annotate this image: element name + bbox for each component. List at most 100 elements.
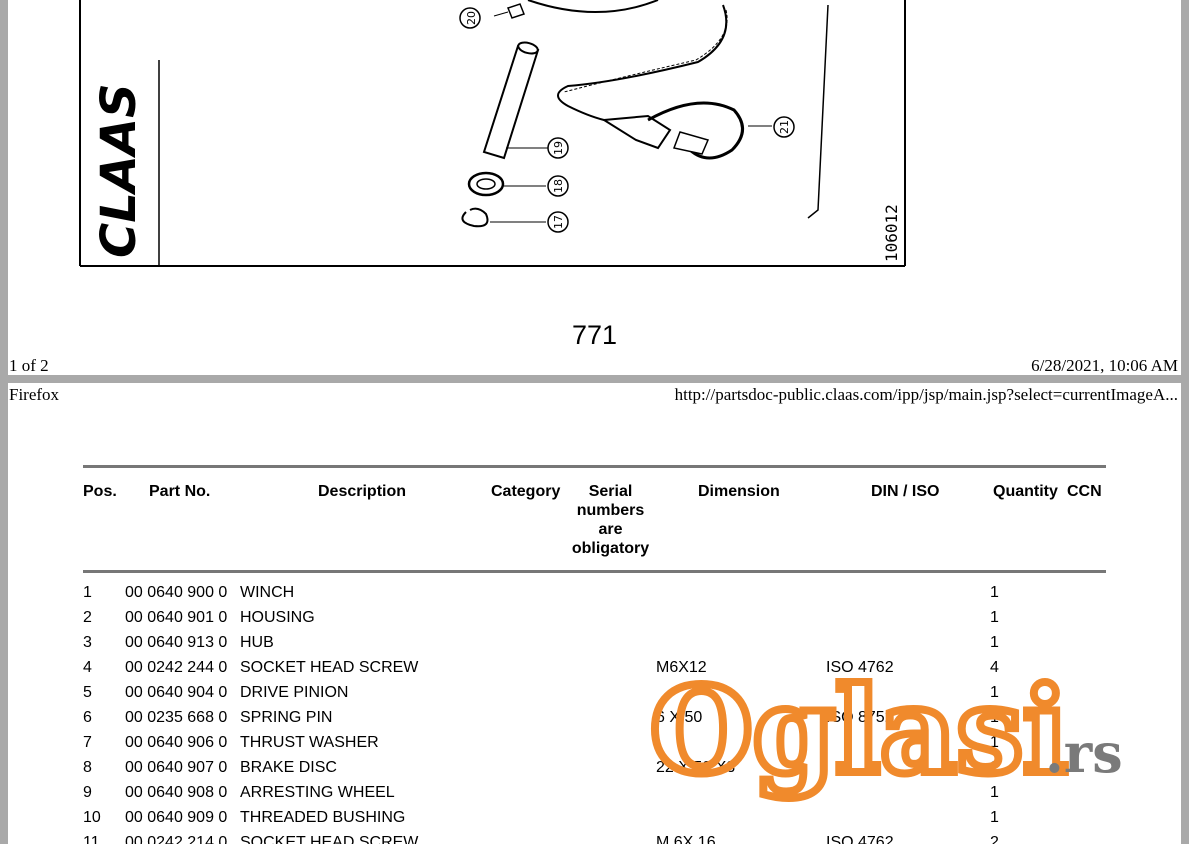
cell-description: HUB bbox=[240, 634, 274, 651]
cell-pos: 8 bbox=[83, 759, 92, 776]
table-top-rule bbox=[83, 465, 1106, 468]
header-quantity: Quantity bbox=[993, 483, 1058, 500]
viewer-left-border bbox=[0, 0, 8, 844]
drawing-number: 106012 bbox=[882, 204, 901, 262]
part-21-rope-hook bbox=[557, 4, 829, 219]
part-17-circlip bbox=[461, 207, 546, 228]
cell-description: SOCKET HEAD SCREW bbox=[240, 659, 419, 676]
cell-part-no: 00 0640 913 0 bbox=[125, 634, 228, 651]
cell-part-no: 00 0640 904 0 bbox=[125, 684, 228, 701]
parts-drawing: CLAAS 106012 bbox=[79, 0, 906, 267]
printed-page-2: Firefox http://partsdoc-public.claas.com… bbox=[8, 383, 1181, 844]
cell-quantity: 1 bbox=[990, 584, 999, 601]
claas-logo: CLAAS bbox=[91, 83, 147, 258]
cell-quantity: 1 bbox=[990, 609, 999, 626]
table-row: 9 00 0640 908 0 ARRESTING WHEEL 1 bbox=[83, 784, 1106, 809]
header-serial-line2: numbers bbox=[576, 502, 645, 519]
header-description: Description bbox=[318, 483, 407, 500]
header-pos: Pos. bbox=[83, 483, 117, 500]
svg-text:21: 21 bbox=[778, 120, 791, 134]
svg-text:CLAAS: CLAAS bbox=[91, 83, 147, 258]
header-part-no: Part No. bbox=[149, 483, 211, 500]
cell-pos: 11 bbox=[83, 834, 100, 844]
cell-part-no: 00 0640 900 0 bbox=[125, 584, 228, 601]
cell-part-no: 00 0235 668 0 bbox=[125, 709, 228, 726]
table-row: 5 00 0640 904 0 DRIVE PINION 1 bbox=[83, 684, 1106, 709]
cell-quantity: 1 bbox=[990, 734, 999, 751]
cell-quantity: 1 bbox=[990, 809, 999, 826]
header-dimension: Dimension bbox=[698, 483, 780, 500]
cell-din-iso: ISO 8752 bbox=[826, 709, 894, 726]
cell-part-no: 00 0640 901 0 bbox=[125, 609, 228, 626]
cell-pos: 1 bbox=[83, 584, 92, 601]
cell-din-iso: ISO 4762 bbox=[826, 659, 894, 676]
cell-pos: 4 bbox=[83, 659, 92, 676]
cell-quantity: 1 bbox=[990, 784, 999, 801]
cell-description: SPRING PIN bbox=[240, 709, 333, 726]
callout-21: 21 bbox=[773, 116, 795, 138]
print-timestamp: 6/28/2021, 10:06 AM bbox=[1031, 356, 1178, 375]
cell-quantity: 2 bbox=[990, 834, 999, 844]
header-serial-line3: are bbox=[598, 521, 623, 538]
cell-dimension: M6X12 bbox=[656, 659, 707, 676]
cell-part-no: 00 0242 244 0 bbox=[125, 659, 228, 676]
cell-quantity: 1 bbox=[990, 709, 999, 726]
cell-quantity: 1 bbox=[990, 684, 999, 701]
part-20-sketch bbox=[493, 0, 659, 19]
table-header-rule bbox=[83, 570, 1106, 573]
header-serial-line4: obligatory bbox=[571, 540, 650, 557]
watermark-text: Oglasi bbox=[650, 670, 1068, 800]
svg-text:17: 17 bbox=[552, 215, 565, 229]
header-category: Category bbox=[491, 483, 561, 500]
cell-pos: 9 bbox=[83, 784, 92, 801]
printed-page-1: CLAAS 106012 bbox=[8, 0, 1181, 378]
cell-pos: 7 bbox=[83, 734, 92, 751]
svg-text:20: 20 bbox=[465, 11, 478, 25]
callout-18: 18 bbox=[547, 175, 569, 197]
cell-description: WINCH bbox=[240, 584, 295, 601]
cell-part-no: 00 0640 909 0 bbox=[125, 809, 228, 826]
cell-pos: 6 bbox=[83, 709, 92, 726]
cell-dimension: 22 X 50 X3 bbox=[656, 759, 736, 776]
cell-din-iso: ISO 4762 bbox=[826, 834, 894, 844]
header-serial: Serial numbers are obligatory bbox=[563, 482, 658, 558]
cell-dimension: M 6X 16 bbox=[656, 834, 716, 844]
page-number: 771 bbox=[571, 320, 618, 350]
viewer-right-border bbox=[1181, 0, 1189, 844]
cell-description: ARRESTING WHEEL bbox=[240, 784, 395, 801]
cell-quantity: 1 bbox=[990, 634, 999, 651]
page-url: http://partsdoc-public.claas.com/ipp/jsp… bbox=[674, 385, 1178, 404]
svg-text:19: 19 bbox=[552, 141, 565, 155]
header-ccn: CCN bbox=[1067, 483, 1102, 500]
callout-20: 20 bbox=[459, 7, 481, 29]
header-din-iso: DIN / ISO bbox=[871, 483, 940, 500]
part-19-pin bbox=[482, 41, 548, 160]
cell-pos: 10 bbox=[83, 809, 101, 826]
cell-pos: 5 bbox=[83, 684, 92, 701]
cell-description: DRIVE PINION bbox=[240, 684, 349, 701]
table-row: 1 00 0640 900 0 WINCH 1 bbox=[83, 584, 1106, 609]
browser-name: Firefox bbox=[9, 385, 60, 404]
svg-text:18: 18 bbox=[552, 179, 565, 193]
cell-quantity: 4 bbox=[990, 659, 999, 676]
cell-pos: 3 bbox=[83, 634, 92, 651]
cell-description: THREADED BUSHING bbox=[240, 809, 406, 826]
cell-part-no: 00 0242 214 0 bbox=[125, 834, 228, 844]
table-row: 3 00 0640 913 0 HUB 1 bbox=[83, 634, 1106, 659]
cell-part-no: 00 0640 906 0 bbox=[125, 734, 228, 751]
page-separator bbox=[0, 375, 1189, 383]
cell-pos: 2 bbox=[83, 609, 92, 626]
callout-17: 17 bbox=[547, 211, 569, 233]
table-row: 7 00 0640 906 0 THRUST WASHER 1 bbox=[83, 734, 1106, 759]
table-row: 10 00 0640 909 0 THREADED BUSHING 1 bbox=[83, 809, 1106, 834]
cell-part-no: 00 0640 907 0 bbox=[125, 759, 228, 776]
table-row: 4 00 0242 244 0 SOCKET HEAD SCREW M6X12 ISO … bbox=[83, 659, 1106, 684]
cell-description: THRUST WASHER bbox=[240, 734, 379, 751]
cell-part-no: 00 0640 908 0 bbox=[125, 784, 228, 801]
header-serial-line1: Serial bbox=[588, 483, 633, 500]
callout-19: 19 bbox=[547, 137, 569, 159]
